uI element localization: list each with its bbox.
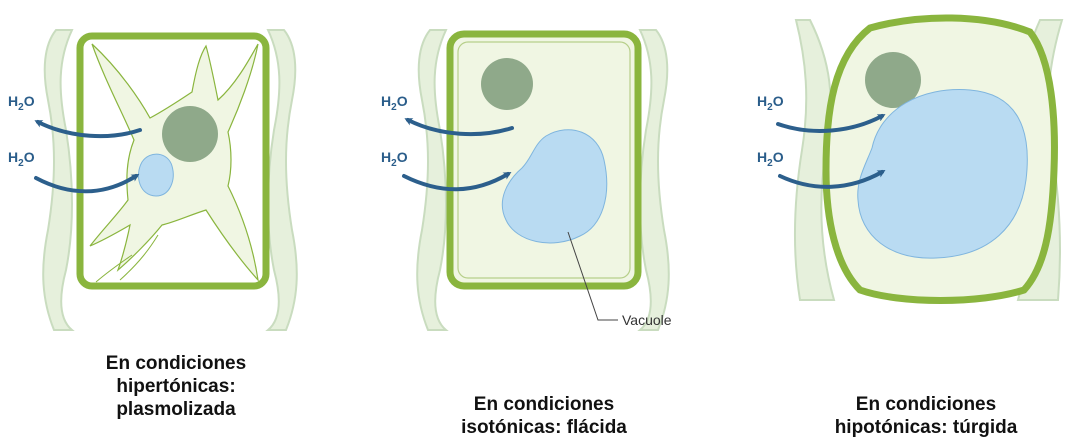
caption-hypertonic: En condiciones hipertónicas: plasmolizad… xyxy=(46,352,306,421)
water-label-in: H2O xyxy=(8,149,35,169)
nucleus xyxy=(865,52,921,108)
caption-line: En condiciones xyxy=(855,394,997,415)
caption-line: hipertónicas: xyxy=(116,376,236,397)
neighbor-wall-left xyxy=(42,29,75,331)
caption-line: plasmolizada xyxy=(116,399,236,420)
arrow-water-out xyxy=(34,120,142,139)
caption-line: En condiciones xyxy=(105,353,247,374)
vacuole xyxy=(857,89,1028,259)
nucleus xyxy=(481,58,533,110)
water-label-out: H2O xyxy=(381,93,408,113)
arrow-water-in-bottom xyxy=(778,170,886,189)
vacuole xyxy=(501,129,608,244)
vacuole-small xyxy=(138,153,174,197)
nucleus xyxy=(162,106,218,162)
caption-isotonic: En condiciones isotónicas: flácida xyxy=(414,393,674,439)
water-label-out: H2O xyxy=(8,93,35,113)
neighbor-wall-right xyxy=(265,29,298,331)
neighbor-wall-left xyxy=(416,29,449,331)
water-label-bottom: H2O xyxy=(757,149,784,169)
water-label-top: H2O xyxy=(757,93,784,113)
cell-hypotonic: H2O H2O xyxy=(757,14,1064,304)
caption-hypotonic: En condiciones hipotónicas: túrgida xyxy=(796,393,1056,439)
cell-isotonic: Vacuole H2O H2O xyxy=(381,29,672,331)
neighbor-wall-right xyxy=(637,29,670,331)
arrow-water-in xyxy=(34,173,140,194)
arrow-water-in xyxy=(402,171,512,192)
arrow-water-out xyxy=(404,118,514,137)
water-label-in: H2O xyxy=(381,149,408,169)
vacuole-label: Vacuole xyxy=(622,312,672,328)
arrow-water-in-top xyxy=(776,114,886,133)
caption-line: isotónicas: flácida xyxy=(461,417,627,438)
plasmolyzed-cytoplasm xyxy=(89,43,259,282)
cell-hypertonic: H2O H2O xyxy=(8,29,298,331)
vacuole-pointer-line xyxy=(567,231,618,321)
caption-line: hipotónicas: túrgida xyxy=(834,417,1018,438)
caption-line: En condiciones xyxy=(473,394,615,415)
